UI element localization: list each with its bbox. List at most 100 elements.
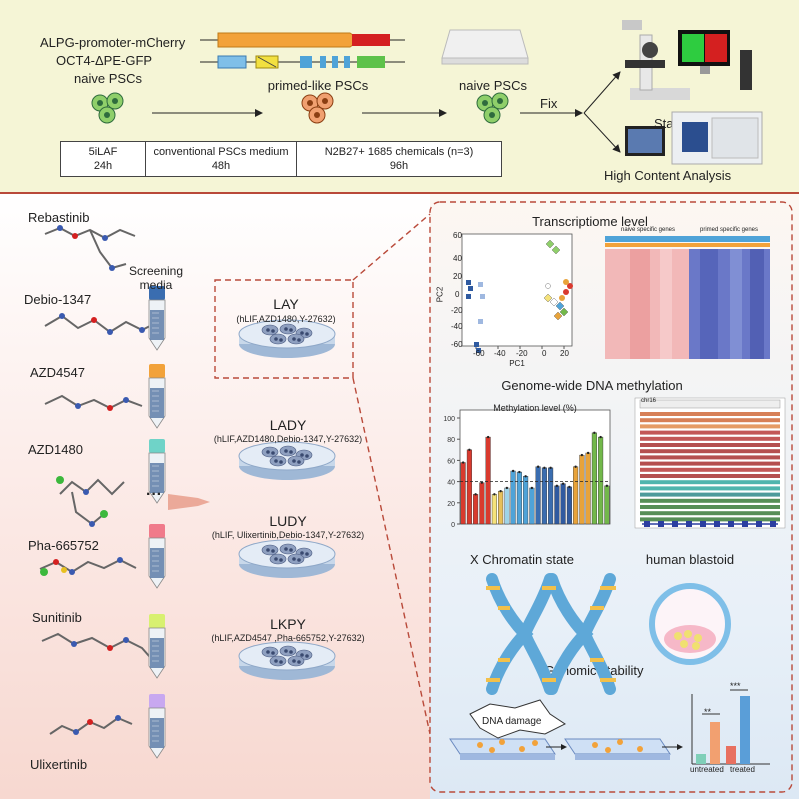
chromatin-title: X Chromatin state bbox=[469, 552, 575, 567]
screening-tubes bbox=[148, 286, 166, 759]
stage-naive-label: naive PSCs bbox=[74, 71, 142, 86]
genome-track bbox=[640, 436, 780, 441]
hca-label: High Content Analysis bbox=[604, 168, 732, 183]
methylation-bar bbox=[460, 462, 466, 525]
pca-ytick-7: -60 bbox=[451, 340, 463, 349]
genome-track bbox=[640, 424, 780, 429]
genome-track bbox=[640, 461, 780, 466]
methylation-point bbox=[480, 481, 484, 484]
compound-name-3: AZD4547 bbox=[30, 365, 85, 380]
molecule-structures bbox=[39, 225, 159, 735]
genome-track bbox=[640, 480, 780, 485]
cell-colony bbox=[269, 655, 287, 667]
methylation-bar bbox=[566, 486, 572, 525]
pca-xtick-5: 20 bbox=[560, 349, 569, 358]
x-chromosome-illustration bbox=[486, 573, 616, 695]
culture-dish bbox=[238, 641, 336, 680]
cell-colony bbox=[279, 445, 297, 457]
methylation-point bbox=[561, 482, 565, 485]
methylation-ytick: 0 bbox=[451, 522, 455, 529]
compound-name-4: AZD1480 bbox=[28, 442, 83, 457]
methylation-bar bbox=[560, 483, 566, 525]
cell-colony bbox=[261, 646, 279, 658]
genome-track bbox=[640, 486, 780, 491]
pca-ylabel: PC2 bbox=[435, 286, 445, 303]
methylation-bar bbox=[548, 467, 554, 525]
medium-name-3: LUDY bbox=[269, 513, 307, 529]
methylation-bar bbox=[604, 485, 610, 525]
pca-ytick-5: -20 bbox=[451, 306, 463, 315]
methylation-bar bbox=[510, 470, 516, 525]
genomic-stability-illustration bbox=[449, 699, 683, 760]
methylation-bar bbox=[479, 482, 485, 525]
screening-tube bbox=[148, 614, 166, 679]
pca-ytick-4: 0 bbox=[455, 290, 460, 299]
genome-track bbox=[640, 498, 780, 503]
screening-tube bbox=[148, 694, 166, 759]
cell-colony bbox=[269, 455, 287, 467]
culture-dishes bbox=[238, 319, 336, 680]
methylation-bar bbox=[504, 487, 510, 525]
step-medium-1: 5iLAF bbox=[88, 146, 118, 158]
pca-xtick-1: -60 bbox=[473, 349, 485, 358]
step-time-1: 24h bbox=[93, 160, 113, 172]
genome-track bbox=[640, 455, 780, 460]
pca-ytick-6: -40 bbox=[451, 322, 463, 331]
cell-colony bbox=[279, 543, 297, 555]
methylation-point bbox=[468, 448, 471, 451]
expression-heatmap bbox=[605, 236, 770, 359]
step-time-3: 96h bbox=[389, 160, 409, 172]
screening-tube bbox=[148, 524, 166, 589]
methylation-bar bbox=[498, 490, 504, 525]
lower-graphics bbox=[39, 201, 793, 793]
workflow-divider bbox=[0, 192, 799, 194]
methylation-point bbox=[461, 461, 465, 464]
compound-panel bbox=[0, 194, 430, 799]
methylation-title: Genome-wide DNA methylation bbox=[501, 378, 683, 393]
blastoid-illustration bbox=[649, 583, 731, 665]
step-time-2: 48h bbox=[211, 160, 231, 172]
methylation-point bbox=[505, 486, 509, 490]
cell-colony bbox=[261, 544, 279, 556]
compound-name-6: Sunitinib bbox=[32, 610, 82, 625]
medium-name-4: LKPY bbox=[270, 616, 306, 632]
pca-xtick-2: -40 bbox=[494, 349, 506, 358]
screening-media-line1: Screening bbox=[128, 264, 184, 278]
cell-colony bbox=[269, 333, 287, 345]
construct-line1: ALPG-promoter-mCherry bbox=[40, 35, 186, 50]
compound-name-1: Rebastinib bbox=[28, 210, 90, 225]
screening-media-line2: media bbox=[139, 278, 173, 292]
methylation-bar bbox=[516, 471, 522, 525]
methylation-point bbox=[543, 466, 546, 470]
methylation-point bbox=[524, 475, 527, 478]
methylation-bar bbox=[573, 466, 579, 525]
dna-damage-label: DNA damage bbox=[482, 716, 542, 727]
compound-name-2: Debio-1347 bbox=[24, 292, 92, 307]
methylation-bar bbox=[529, 487, 535, 525]
methylation-bar bbox=[598, 436, 604, 525]
genome-track bbox=[640, 492, 780, 497]
methylation-point bbox=[530, 486, 534, 490]
methylation-point bbox=[574, 465, 577, 468]
genomic-title: Genomic stability bbox=[544, 663, 644, 678]
genome-track bbox=[640, 505, 780, 509]
methylation-bar bbox=[491, 494, 497, 525]
methylation-bar bbox=[554, 485, 560, 525]
methylation-point bbox=[599, 435, 602, 439]
genome-track bbox=[640, 449, 780, 454]
compound-name-5: Pha-665752 bbox=[28, 538, 99, 553]
pca-ytick-3: 20 bbox=[453, 272, 462, 281]
cell-colony bbox=[261, 324, 279, 336]
methylation-point bbox=[493, 493, 496, 496]
methylation-point bbox=[536, 465, 540, 468]
fix-label: Fix bbox=[540, 96, 558, 111]
step-cell-3: N2B27+ 1685 chemicals (n=3) 96h bbox=[296, 141, 502, 177]
methylation-ytick: 20 bbox=[447, 501, 455, 508]
step-cell-1: 5iLAF 24h bbox=[60, 141, 146, 177]
culture-dish bbox=[238, 319, 336, 358]
transcriptome-title: Transcriptiome level bbox=[532, 214, 648, 229]
methylation-point bbox=[499, 489, 502, 493]
pca-ytick-1: 60 bbox=[453, 231, 462, 240]
treated-label: treated bbox=[730, 765, 755, 774]
